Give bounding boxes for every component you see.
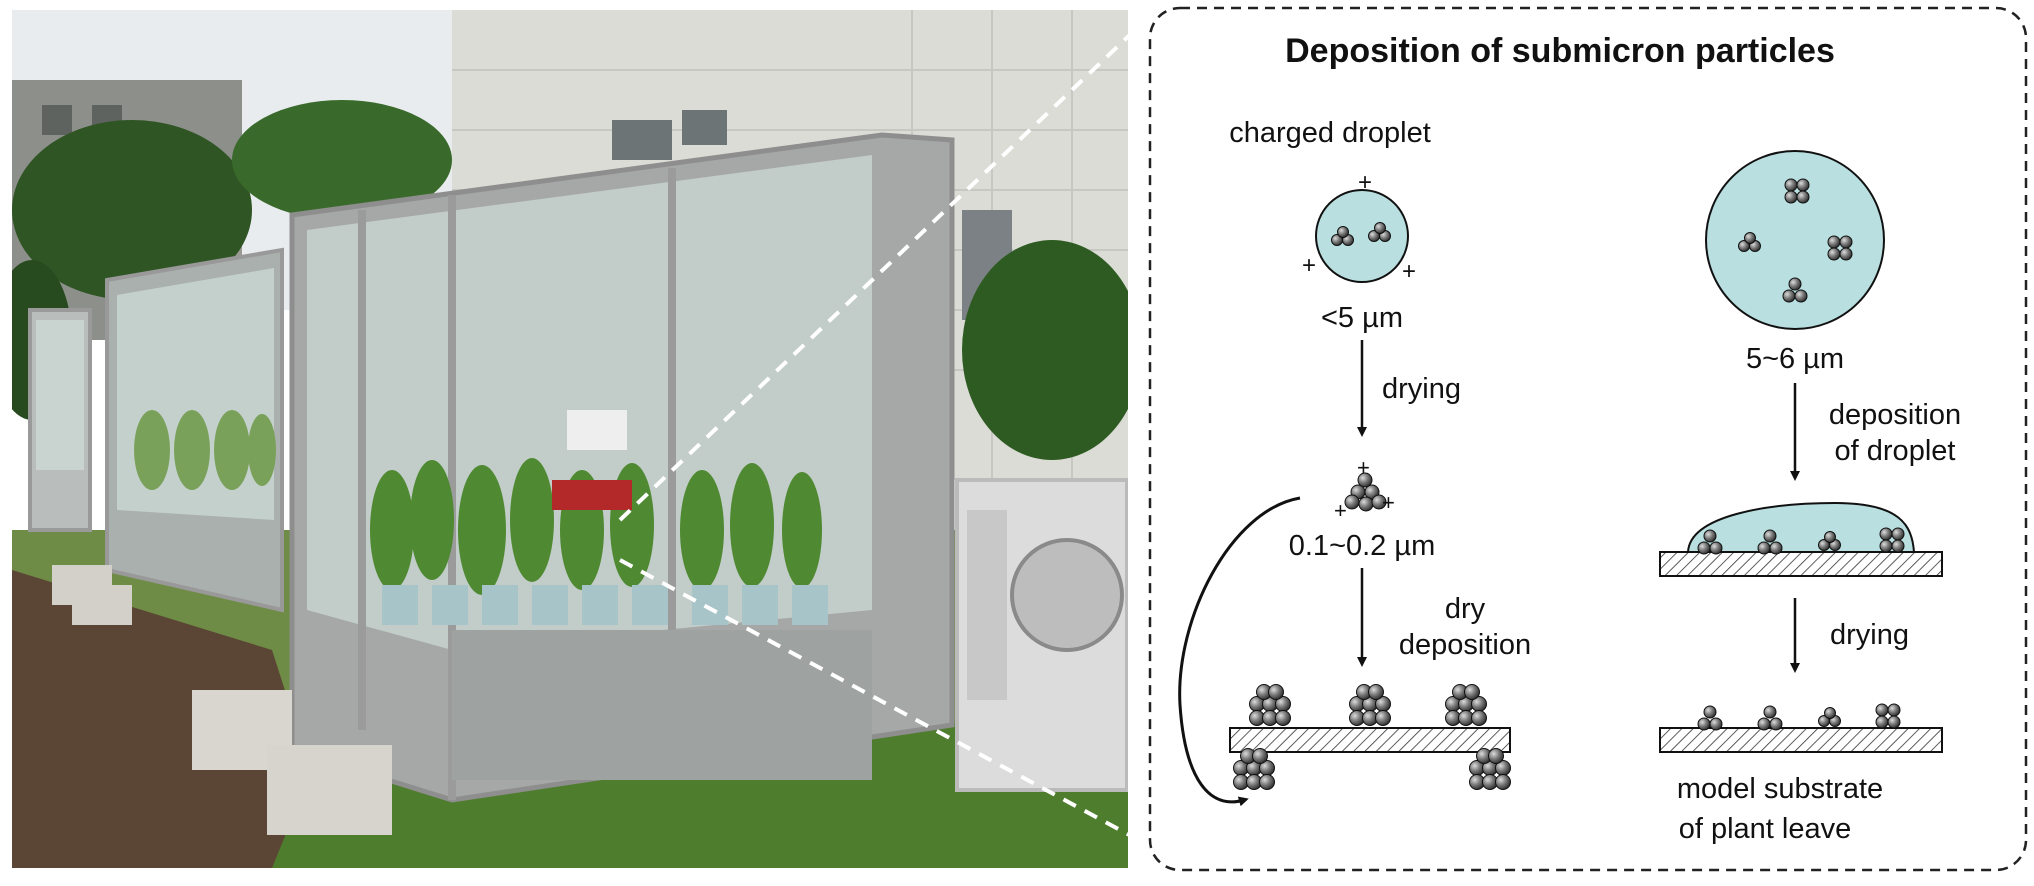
step-drying-left: drying xyxy=(1382,373,1461,405)
deposited-droplet xyxy=(1686,501,1916,553)
step-dry-line2: deposition xyxy=(1399,629,1531,661)
particle-plus-top: + xyxy=(1357,455,1370,480)
right-substrate-lower xyxy=(1659,727,1943,753)
droplet-size-left: <5 µm xyxy=(1321,302,1403,334)
large-droplet xyxy=(1705,150,1885,330)
particle-size-label: 0.1~0.2 µm xyxy=(1289,530,1436,562)
charged-droplet-label: charged droplet xyxy=(1229,117,1431,149)
curved-arrow xyxy=(1178,496,1301,807)
particle-plus-left: + xyxy=(1334,498,1347,523)
particle-plus-right: + xyxy=(1382,490,1395,515)
substrate-label-line2: of plant leave xyxy=(1679,813,1852,845)
droplet-size-right: 5~6 µm xyxy=(1746,343,1844,375)
greenhouse-photo xyxy=(12,10,1128,868)
substrate-label-line1: model substrate xyxy=(1677,773,1883,805)
step-deposition-line1: deposition xyxy=(1829,399,1961,431)
charge-plus-top: + xyxy=(1358,169,1372,196)
left-substrate xyxy=(1229,727,1511,753)
dried-particle xyxy=(1344,472,1387,512)
zoom-lines xyxy=(618,28,1137,840)
right-substrate-upper xyxy=(1659,551,1943,577)
step-deposition-line2: of droplet xyxy=(1835,435,1956,467)
step-drying-right: drying xyxy=(1830,619,1909,651)
step-dry-line1: dry xyxy=(1445,593,1486,625)
charge-plus-left: + xyxy=(1302,252,1316,279)
charge-plus-right: + xyxy=(1402,258,1416,285)
diagram-title: Deposition of submicron particles xyxy=(1285,32,1835,70)
charged-droplet xyxy=(1315,189,1409,283)
